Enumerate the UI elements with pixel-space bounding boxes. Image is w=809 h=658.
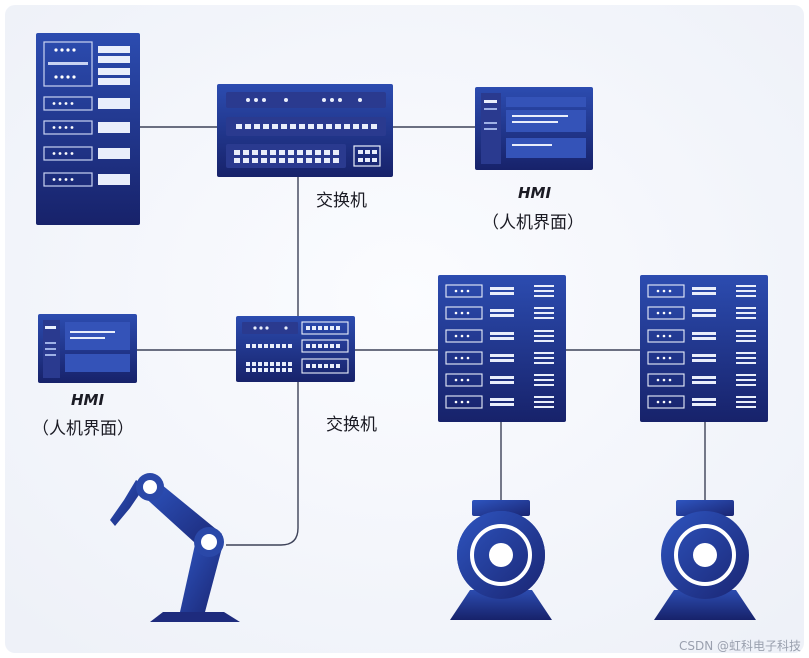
server-rack-icon xyxy=(36,33,140,225)
controller-cabinet-icon xyxy=(438,275,566,422)
network-switch-icon xyxy=(217,84,393,177)
background-panel xyxy=(5,5,804,653)
motor-icon xyxy=(654,500,756,620)
hmi-top-title: HMI xyxy=(518,184,552,202)
link-switch-mid-robot xyxy=(226,382,299,546)
hmi-monitor-icon xyxy=(475,87,593,170)
network-switch-icon xyxy=(236,316,355,382)
robot-arm-icon xyxy=(110,473,240,622)
watermark: CSDN @虹科电子科技 xyxy=(678,639,801,653)
hmi-left-subtitle: （人机界面） xyxy=(32,419,134,439)
hmi-monitor-icon xyxy=(38,314,137,383)
switch-top-label: 交换机 xyxy=(316,191,367,211)
switch-mid-label: 交换机 xyxy=(326,415,377,435)
connections xyxy=(137,126,706,546)
controller-cabinet-icon xyxy=(640,275,768,422)
hmi-top-subtitle: （人机界面） xyxy=(482,213,584,233)
motor-icon xyxy=(450,500,552,620)
hmi-left-title: HMI xyxy=(71,391,105,409)
